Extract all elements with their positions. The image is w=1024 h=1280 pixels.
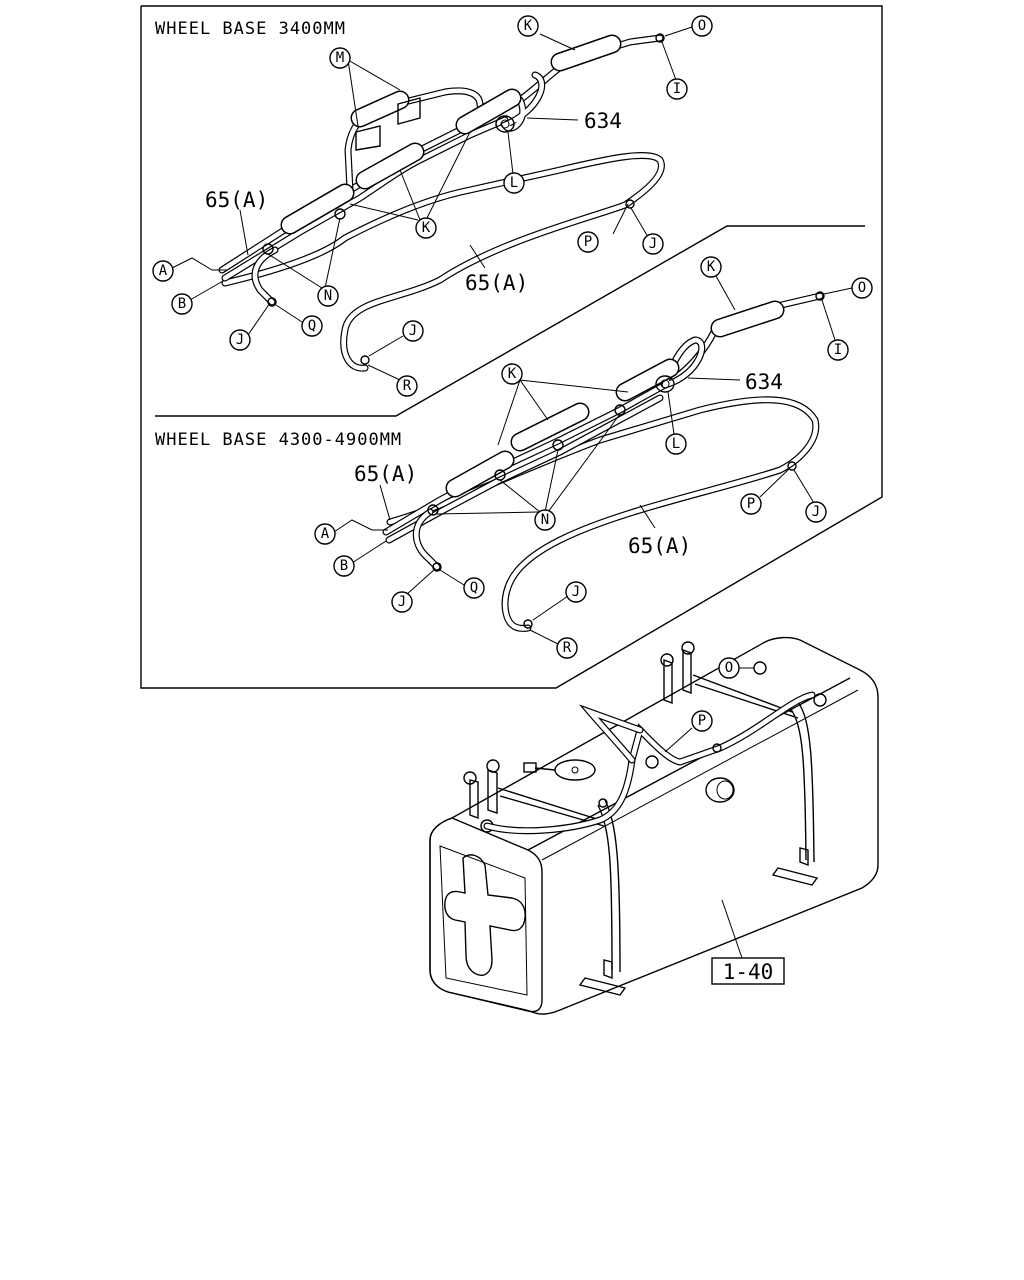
callout-n: N xyxy=(534,509,556,531)
callout-k: K xyxy=(415,217,437,239)
panel-divider xyxy=(155,225,865,417)
callout-p: P xyxy=(577,231,599,253)
part-number-65a-center: 65(A) xyxy=(628,534,691,558)
reference-label: 1-40 xyxy=(723,960,774,984)
svg-text:I: I xyxy=(834,342,842,358)
callout-b: B xyxy=(171,293,193,315)
part-number-65a-left: 65(A) xyxy=(354,462,417,486)
svg-text:J: J xyxy=(812,504,820,520)
callout-o: O xyxy=(691,15,713,37)
callout-j: J xyxy=(402,320,424,342)
svg-text:Q: Q xyxy=(308,318,316,334)
part-number-65a-left: 65(A) xyxy=(205,188,268,212)
svg-text:Q: Q xyxy=(470,580,478,596)
svg-text:N: N xyxy=(324,288,332,304)
part-number-634: 634 xyxy=(584,109,622,133)
callout-n: N xyxy=(317,285,339,307)
callout-r: R xyxy=(556,637,578,659)
svg-text:P: P xyxy=(698,713,706,729)
leader-lines-top xyxy=(171,26,693,381)
svg-text:K: K xyxy=(707,259,716,275)
svg-text:K: K xyxy=(524,18,533,34)
svg-text:N: N xyxy=(541,512,549,528)
svg-text:A: A xyxy=(321,526,330,542)
callout-o: O xyxy=(718,657,740,679)
svg-text:R: R xyxy=(403,378,412,394)
callout-a: A xyxy=(314,523,336,545)
callout-b: B xyxy=(333,555,355,577)
callout-a: A xyxy=(152,260,174,282)
callout-q: Q xyxy=(301,315,323,337)
callout-k: K xyxy=(700,256,722,278)
callout-j: J xyxy=(229,329,251,351)
svg-text:K: K xyxy=(422,220,431,236)
svg-text:I: I xyxy=(673,81,681,97)
part-number-65a-center: 65(A) xyxy=(465,271,528,295)
callout-o: O xyxy=(851,277,873,299)
svg-text:O: O xyxy=(725,660,733,676)
callout-l: L xyxy=(503,172,525,194)
panel-outline xyxy=(140,5,883,689)
callout-i: I xyxy=(666,78,688,100)
callout-j: J xyxy=(391,591,413,613)
callout-k: K xyxy=(517,15,539,37)
svg-text:L: L xyxy=(510,175,518,191)
callout-l: L xyxy=(665,433,687,455)
svg-text:L: L xyxy=(672,436,680,452)
callout-i: I xyxy=(827,339,849,361)
panel-title-wheelbase-4300-4900: WHEEL BASE 4300-4900MM xyxy=(155,430,402,450)
svg-text:M: M xyxy=(336,50,344,66)
fuel-tank xyxy=(429,636,879,1015)
svg-text:P: P xyxy=(747,496,755,512)
callout-p: P xyxy=(740,493,762,515)
callout-m: M xyxy=(329,47,351,69)
leader-lines-tank xyxy=(664,667,754,959)
svg-text:J: J xyxy=(572,584,580,600)
svg-text:B: B xyxy=(178,296,186,312)
panel-title-wheelbase-3400: WHEEL BASE 3400MM xyxy=(155,19,346,39)
svg-text:J: J xyxy=(236,332,244,348)
part-number-634: 634 xyxy=(745,370,783,394)
svg-text:J: J xyxy=(398,594,406,610)
svg-text:O: O xyxy=(698,18,706,34)
svg-text:P: P xyxy=(584,234,592,250)
fuel-hose-assembly-wb4300-4900 xyxy=(382,291,825,632)
reference-box: 1-40 xyxy=(711,957,785,985)
svg-text:J: J xyxy=(649,236,657,252)
callout-k: K xyxy=(501,363,523,385)
fuel-hose-assembly-wb3400 xyxy=(218,33,665,372)
callout-q: Q xyxy=(463,577,485,599)
svg-text:O: O xyxy=(858,280,866,296)
callout-j: J xyxy=(805,501,827,523)
svg-text:J: J xyxy=(409,323,417,339)
svg-text:K: K xyxy=(508,366,517,382)
svg-text:B: B xyxy=(340,558,348,574)
svg-text:R: R xyxy=(563,640,572,656)
callout-r: R xyxy=(396,375,418,397)
callout-j: J xyxy=(565,581,587,603)
svg-text:A: A xyxy=(159,263,168,279)
callout-j: J xyxy=(642,233,664,255)
callout-p: P xyxy=(691,710,713,732)
leader-lines-bottom xyxy=(333,275,853,646)
